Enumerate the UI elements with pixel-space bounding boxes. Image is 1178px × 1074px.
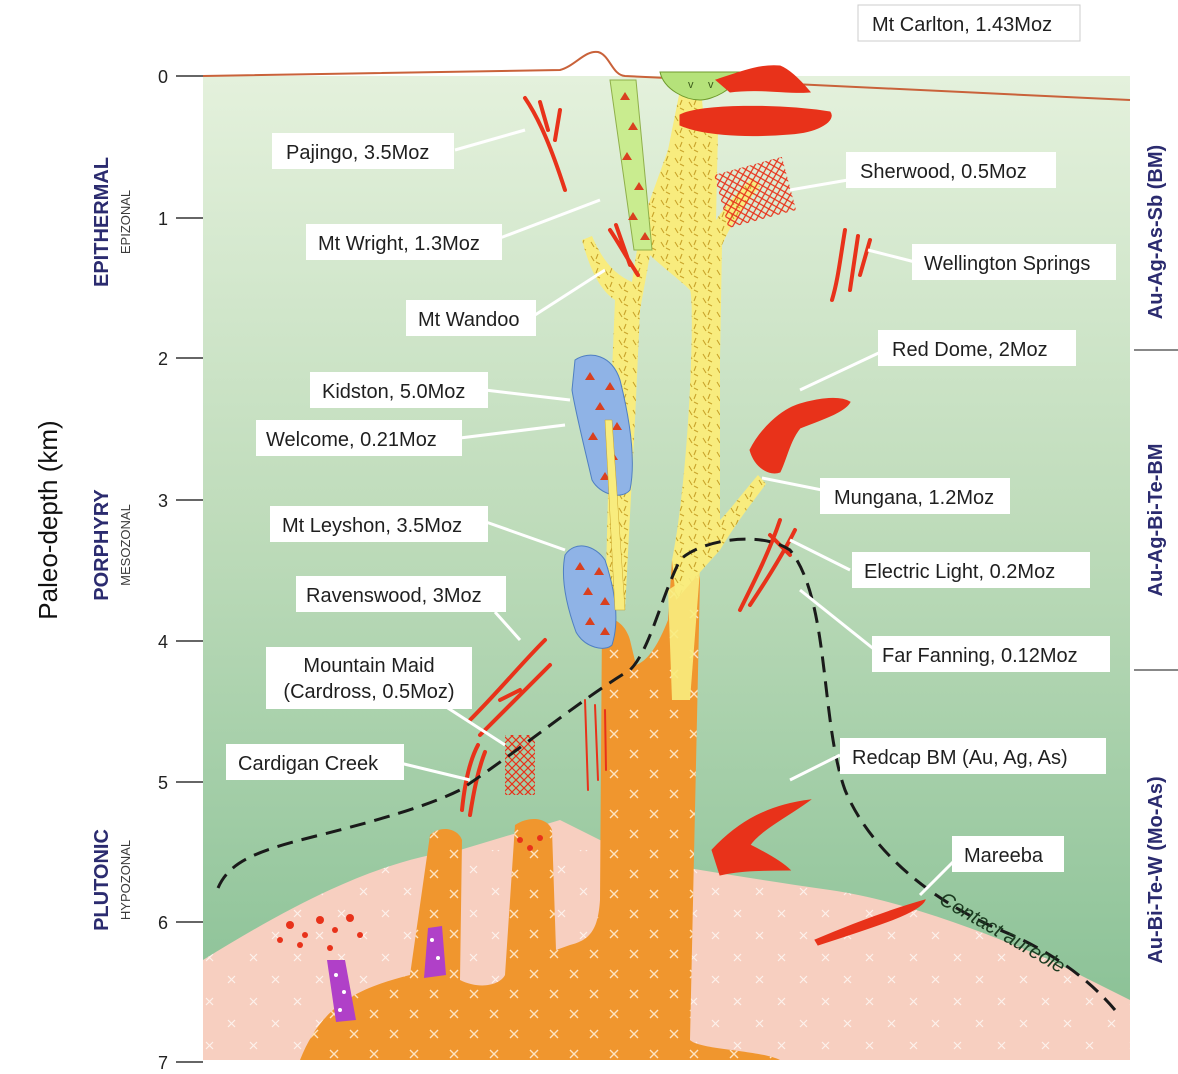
tick-0: 0 (158, 67, 168, 87)
label-sherwood: Sherwood, 0.5Moz (846, 152, 1056, 188)
svg-text:Mt Wright, 1.3Moz: Mt Wright, 1.3Moz (318, 233, 480, 255)
label-pajingo: Pajingo, 3.5Moz (272, 133, 454, 169)
zone-mesozonal: MESOZONAL (118, 504, 133, 586)
tick-1: 1 (158, 209, 168, 229)
tick-7: 7 (158, 1053, 168, 1073)
mountain-maid-stockwork (505, 735, 535, 795)
tick-5: 5 (158, 773, 168, 793)
svg-text:Ravenswood, 3Moz: Ravenswood, 3Moz (306, 585, 482, 607)
zone-plutonic: PLUTONIC (91, 829, 113, 931)
tick-4: 4 (158, 632, 168, 652)
svg-text:Kidston, 5.0Moz: Kidston, 5.0Moz (322, 381, 465, 403)
svg-text:Cardigan Creek: Cardigan Creek (238, 753, 379, 775)
label-mareeba: Mareeba (952, 836, 1064, 872)
svg-text:v: v (688, 79, 694, 91)
zone-hypozonal: HYPOZONAL (118, 840, 133, 920)
label-wellington: Wellington Springs (912, 244, 1116, 280)
depth-axis (176, 76, 203, 1062)
svg-text:Mt Wandoo: Mt Wandoo (418, 309, 520, 331)
label-cardigan-creek: Cardigan Creek (226, 744, 404, 780)
tick-6: 6 (158, 913, 168, 933)
metals-epithermal: Au-Ag-As-Sb (BM) (1145, 145, 1167, 319)
mt-carlton-lens (680, 106, 831, 135)
svg-text:Wellington Springs: Wellington Springs (924, 253, 1090, 275)
label-mungana: Mungana, 1.2Moz (820, 478, 1010, 514)
svg-text:Mountain Maid: Mountain Maid (303, 655, 434, 677)
svg-text:Mungana, 1.2Moz: Mungana, 1.2Moz (834, 487, 994, 509)
metal-assemblages: Au-Ag-As-Sb (BM) Au-Ag-Bi-Te-BM Au-Bi-Te… (1134, 145, 1178, 964)
label-red-dome: Red Dome, 2Moz (878, 330, 1076, 366)
label-redcap: Redcap BM (Au, Ag, As) (840, 738, 1106, 774)
label-mt-leyshon: Mt Leyshon, 3.5Moz (270, 506, 488, 542)
label-mt-wandoo: Mt Wandoo (406, 300, 536, 336)
svg-text:Welcome, 0.21Moz: Welcome, 0.21Moz (266, 429, 437, 451)
svg-text:Mt Carlton, 1.43Moz: Mt Carlton, 1.43Moz (872, 14, 1052, 36)
zone-labels: EPITHERMAL EPIZONAL PORPHYRY MESOZONAL P… (91, 157, 133, 931)
tick-3: 3 (158, 491, 168, 511)
svg-text:Pajingo, 3.5Moz: Pajingo, 3.5Moz (286, 142, 429, 164)
label-ravenswood: Ravenswood, 3Moz (296, 576, 506, 612)
label-far-fanning: Far Fanning, 0.12Moz (872, 636, 1110, 672)
metals-plutonic: Au-Bi-Te-W (Mo-As) (1145, 776, 1167, 963)
svg-text:(Cardross, 0.5Moz): (Cardross, 0.5Moz) (283, 681, 454, 703)
tick-2: 2 (158, 349, 168, 369)
zone-epizonal: EPIZONAL (118, 190, 133, 254)
label-kidston: Kidston, 5.0Moz (310, 372, 488, 408)
svg-text:Sherwood, 0.5Moz: Sherwood, 0.5Moz (860, 161, 1027, 183)
y-axis-label: Paleo-depth (km) (33, 420, 63, 619)
label-mountain-maid: Mountain Maid (Cardross, 0.5Moz) (266, 647, 472, 709)
svg-text:Electric Light, 0.2Moz: Electric Light, 0.2Moz (864, 561, 1055, 583)
svg-text:Red Dome, 2Moz: Red Dome, 2Moz (892, 339, 1048, 361)
label-mt-wright: Mt Wright, 1.3Moz (306, 224, 502, 260)
svg-text:Mareeba: Mareeba (964, 845, 1044, 867)
mt-carlton-body (716, 66, 810, 93)
zone-porphyry: PORPHYRY (91, 489, 113, 601)
zone-epithermal: EPITHERMAL (91, 157, 113, 287)
label-electric-light: Electric Light, 0.2Moz (852, 552, 1090, 588)
svg-text:v: v (708, 79, 714, 91)
label-mt-carlton: Mt Carlton, 1.43Moz (858, 5, 1080, 41)
svg-text:Far Fanning, 0.12Moz: Far Fanning, 0.12Moz (882, 645, 1078, 667)
metals-porphyry: Au-Ag-Bi-Te-BM (1145, 444, 1167, 597)
svg-text:Mt Leyshon, 3.5Moz: Mt Leyshon, 3.5Moz (282, 515, 462, 537)
depth-tick-labels: 0 1 2 3 4 5 6 7 (158, 67, 168, 1073)
svg-text:Redcap BM (Au, Ag, As): Redcap BM (Au, Ag, As) (852, 747, 1068, 769)
label-welcome: Welcome, 0.21Moz (256, 420, 462, 456)
